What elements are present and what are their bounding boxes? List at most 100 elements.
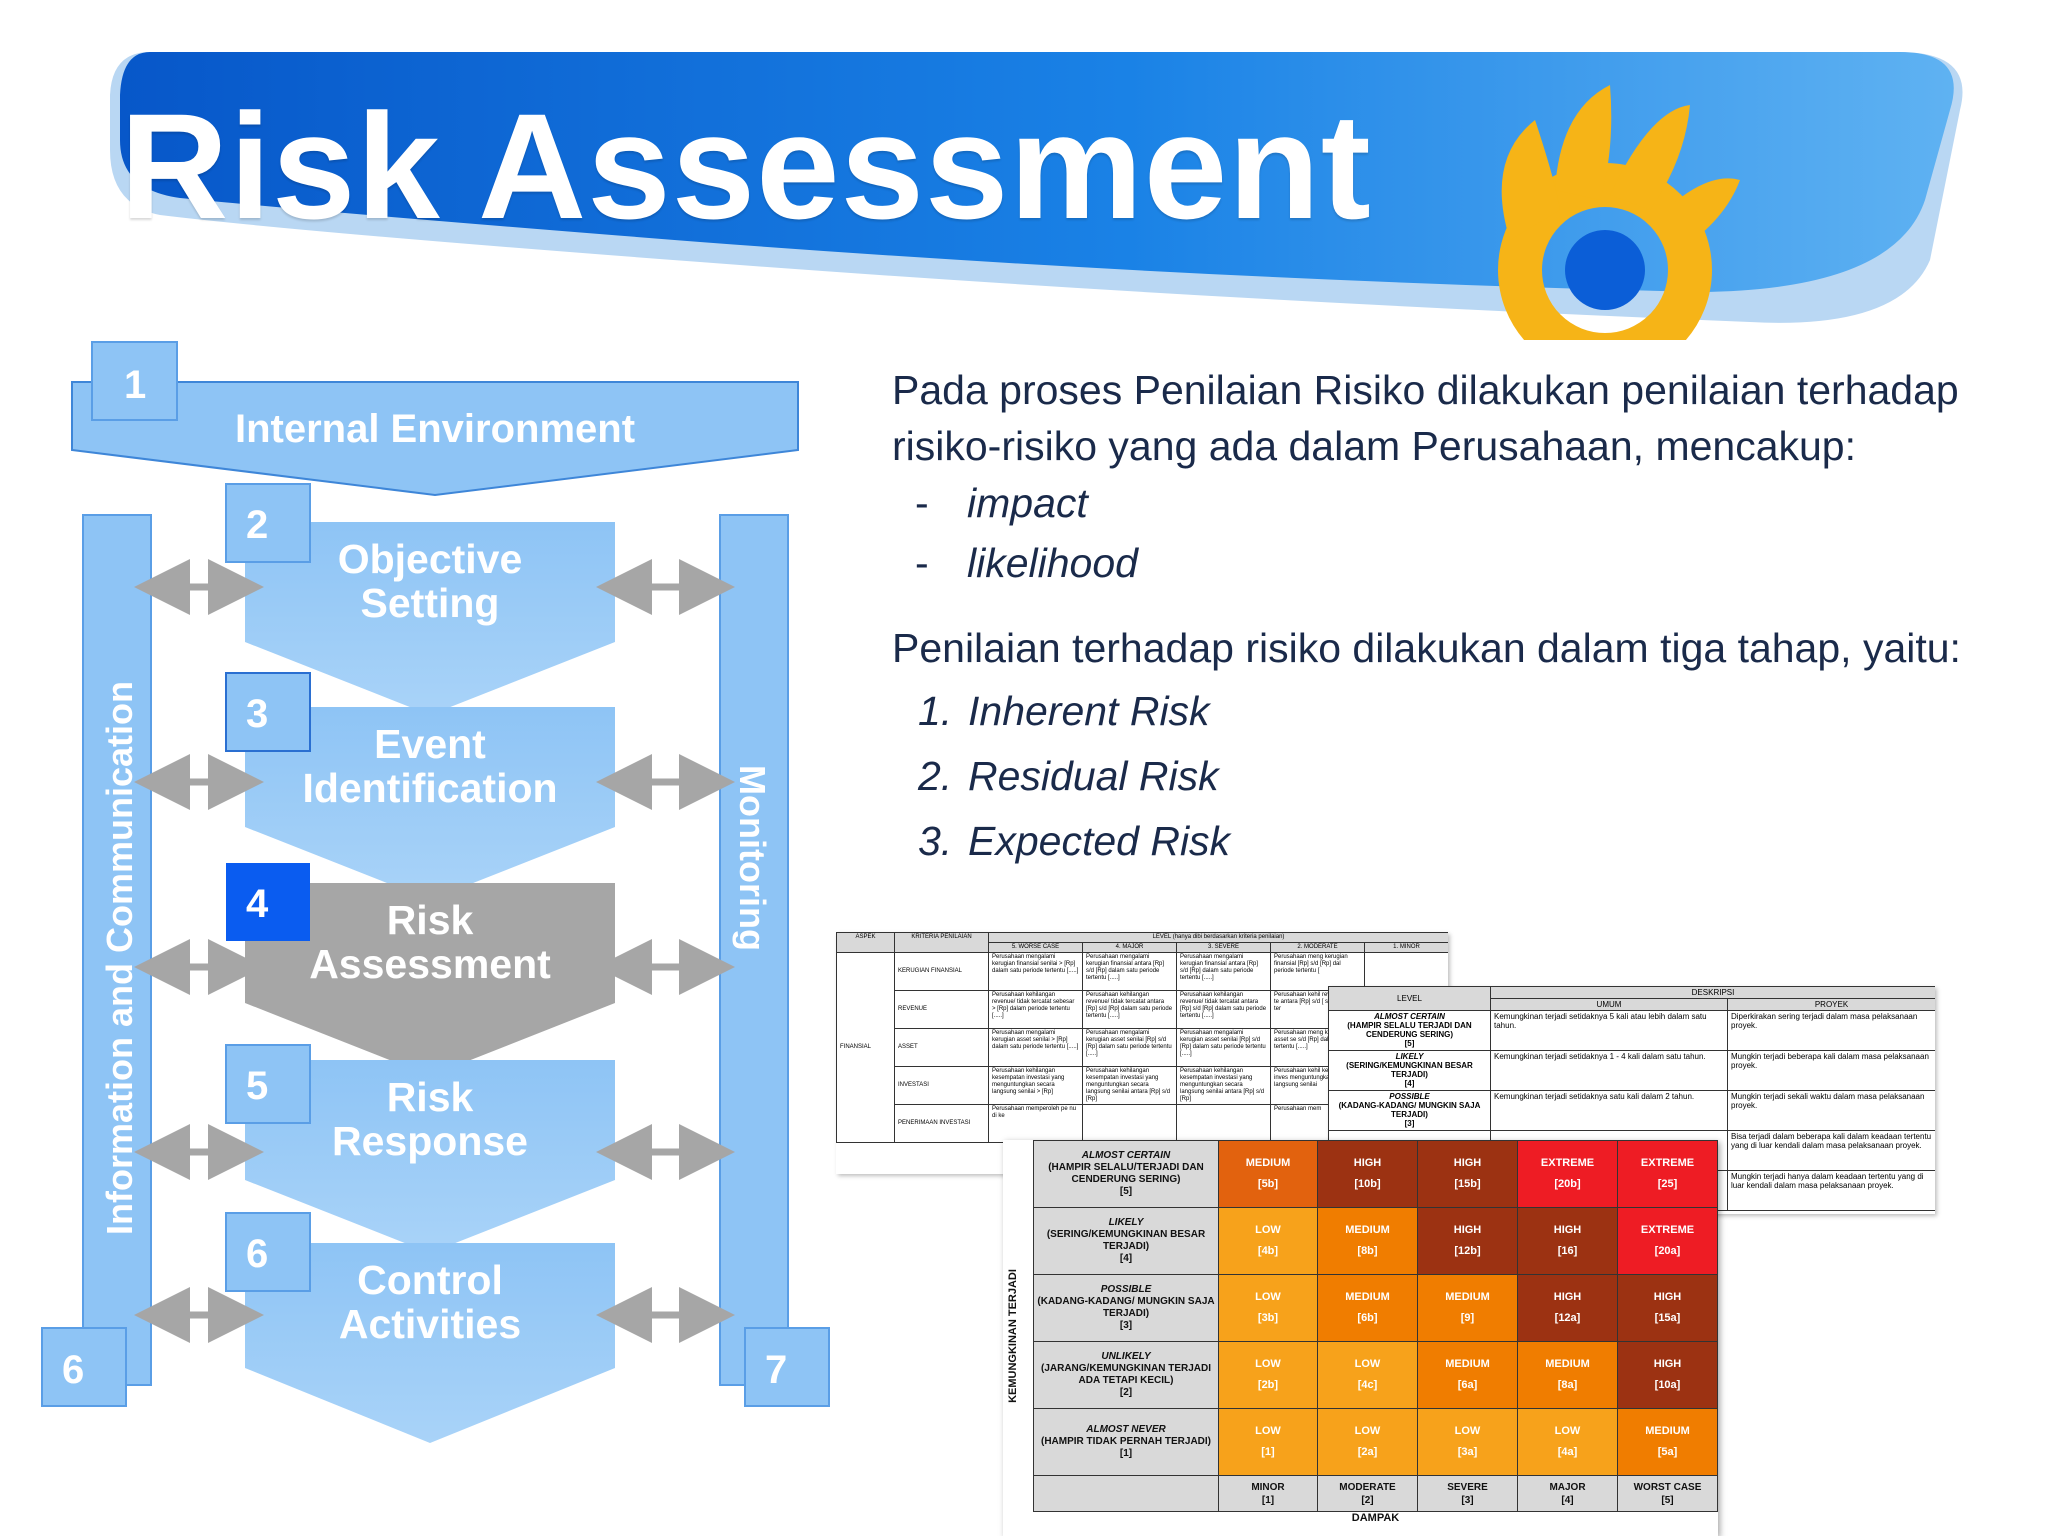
umum-cell: Kemungkinan terjadi setidaknya satu kali…: [1490, 1090, 1728, 1131]
risk-level: LOW: [1255, 1358, 1281, 1370]
risk-cell: MEDIUM[5a]: [1617, 1408, 1718, 1476]
intro-paragraph: Pada proses Penilaian Risiko dilakukan p…: [892, 367, 1959, 469]
impact-name: MODERATE: [1339, 1481, 1396, 1493]
risk-cell: LOW[2b]: [1218, 1341, 1318, 1409]
risk-code: [8a]: [1557, 1379, 1578, 1391]
step-event-identification: Event Identification 3: [225, 672, 615, 900]
risk-level: MEDIUM: [1345, 1291, 1390, 1303]
risk-matrix: KEMUNGKINAN TERJADI ALMOST CERTAIN(HAMPI…: [1003, 1140, 1718, 1536]
stage-label: Residual Risk: [968, 753, 1219, 799]
level-cell: ALMOST CERTAIN(HAMPIR SELALU TERJADI DAN…: [1328, 1010, 1491, 1051]
risk-cell: HIGH[12a]: [1517, 1274, 1618, 1342]
risk-code: [5b]: [1257, 1178, 1279, 1190]
likelihood-score: [3]: [1119, 1320, 1133, 1331]
likelihood-sub: (KADANG-KADANG/ MUNGKIN SAJA TERJADI): [1037, 1296, 1215, 1319]
risk-code: [4c]: [1357, 1379, 1378, 1391]
step-objective-setting: Objective Setting 2: [225, 483, 615, 715]
table-cell: Perusahaan kehilangan kesempatan investa…: [988, 1066, 1083, 1105]
header-level: LEVEL: [1328, 986, 1491, 1011]
level-sub: (KADANG-KADANG/ MUNGKIN SAJA TERJADI): [1338, 1101, 1481, 1119]
risk-level: HIGH: [1553, 1291, 1582, 1303]
risk-code: [25]: [1657, 1178, 1678, 1190]
impact-name: SEVERE: [1447, 1481, 1488, 1493]
impact-name: MAJOR: [1549, 1481, 1586, 1493]
level-header: 4. MAJOR: [1082, 942, 1177, 953]
risk-code: [6b]: [1357, 1312, 1378, 1324]
internal-environment-label: Internal Environment: [235, 407, 635, 451]
impact-score: [3]: [1461, 1494, 1474, 1506]
risk-level: HIGH: [1453, 1224, 1482, 1236]
impact-name: WORST CASE: [1633, 1481, 1702, 1493]
impact-label: MODERATE[2]: [1317, 1475, 1418, 1512]
header-proyek: PROYEK: [1727, 998, 1935, 1011]
stage-item: 1.Inherent Risk: [918, 688, 1210, 735]
likelihood-name: ALMOST NEVER: [1086, 1424, 1166, 1435]
likelihood-sub: (SERING/KEMUNGKINAN BESAR TERJADI): [1046, 1229, 1206, 1252]
likelihood-score: [4]: [1119, 1253, 1133, 1264]
likelihood-label: ALMOST NEVER(HAMPIR TIDAK PERNAH TERJADI…: [1033, 1408, 1219, 1476]
step-number: 6: [62, 1348, 84, 1392]
step-label: Assessment: [309, 941, 551, 987]
umum-cell: Kemungkinan terjadi setidaknya 5 kali at…: [1490, 1010, 1728, 1051]
stage-number: 1.: [918, 688, 953, 734]
stage-label: Expected Risk: [968, 818, 1231, 864]
step-label: Control: [357, 1257, 503, 1303]
risk-code: [3a]: [1457, 1446, 1478, 1458]
level-cell: LIKELY(SERING/KEMUNGKINAN BESAR TERJADI)…: [1328, 1050, 1491, 1091]
risk-code: [15a]: [1654, 1312, 1681, 1324]
step-risk-response: Risk Response 5: [225, 1044, 615, 1253]
umum-cell: Kemungkinan terjadi setidaknya 1 - 4 kal…: [1490, 1050, 1728, 1091]
level-header: 3. SEVERE: [1176, 942, 1271, 953]
matrix-row: UNLIKELY(JARANG/KEMUNGKINAN TERJADI ADA …: [1033, 1341, 1718, 1409]
risk-level: HIGH: [1453, 1157, 1482, 1169]
risk-level: MEDIUM: [1345, 1224, 1390, 1236]
impact-score: [5]: [1661, 1494, 1674, 1506]
level-cell: POSSIBLE(KADANG-KADANG/ MUNGKIN SAJA TER…: [1328, 1090, 1491, 1131]
matrix-row: LIKELY(SERING/KEMUNGKINAN BESAR TERJADI)…: [1033, 1207, 1718, 1275]
step-number: 7: [765, 1348, 787, 1392]
stage-number: 3.: [918, 818, 953, 864]
risk-code: [9]: [1460, 1312, 1475, 1324]
header-umum: UMUM: [1490, 998, 1728, 1011]
stages-intro: Penilaian terhadap risiko dilakukan dala…: [892, 625, 1961, 671]
erm-framework-diagram: Internal Environment 1 Information and C…: [41, 341, 830, 1443]
risk-level: EXTREME: [1640, 1224, 1695, 1236]
risk-cell: HIGH [15a]: [1617, 1274, 1718, 1342]
proyek-cell: Mungkin terjadi hanya dalam keadaan tert…: [1727, 1170, 1935, 1211]
risk-code: [2a]: [1357, 1446, 1378, 1458]
table-cell: [1082, 1104, 1177, 1143]
risk-level: LOW: [1255, 1425, 1281, 1437]
risk-level: MEDIUM: [1645, 1425, 1690, 1437]
likelihood-label: POSSIBLE(KADANG-KADANG/ MUNGKIN SAJA TER…: [1033, 1274, 1219, 1342]
risk-cell: EXTREME[25]: [1617, 1140, 1718, 1208]
table-cell: Perusahaan kehilangan revenue/ tidak ter…: [1176, 990, 1271, 1029]
risk-cell: LOW[4a]: [1517, 1408, 1618, 1476]
y-axis-label-wrap: KEMUNGKINAN TERJADI: [1001, 1190, 1025, 1490]
risk-level: LOW: [1354, 1425, 1381, 1437]
step-label: Objective: [338, 536, 523, 582]
risk-level: HIGH: [1653, 1291, 1682, 1303]
bullet-text: impact: [967, 480, 1088, 526]
level-score: [5]: [1404, 1039, 1415, 1048]
step-label: Risk: [387, 1074, 474, 1120]
criteria-cell: REVENUE: [894, 990, 989, 1029]
risk-cell: HIGH[10b]: [1317, 1140, 1418, 1208]
likelihood-sub: (JARANG/KEMUNGKINAN TERJADI ADA TETAPI K…: [1040, 1363, 1211, 1386]
risk-code: [6a]: [1457, 1379, 1478, 1391]
matrix-row: POSSIBLE(KADANG-KADANG/ MUNGKIN SAJA TER…: [1033, 1274, 1718, 1342]
risk-code: [20b]: [1554, 1178, 1581, 1190]
risk-level: HIGH: [1353, 1157, 1382, 1169]
step-number-box-active: [226, 863, 310, 941]
x-axis-label: DAMPAK: [1351, 1512, 1400, 1524]
criteria-cell: INVESTASI: [894, 1066, 989, 1105]
risk-code: [8b]: [1357, 1245, 1378, 1257]
risk-code: [20a]: [1654, 1245, 1681, 1257]
risk-code: [15b]: [1454, 1178, 1481, 1190]
proyek-cell: Mungkin terjadi beberapa kali dalam masa…: [1727, 1050, 1935, 1091]
likelihood-label: UNLIKELY(JARANG/KEMUNGKINAN TERJADI ADA …: [1033, 1341, 1219, 1409]
risk-code: [3b]: [1257, 1312, 1279, 1324]
level-sub: (SERING/KEMUNGKINAN BESAR TERJADI): [1346, 1061, 1473, 1079]
risk-code: [4b]: [1257, 1245, 1279, 1257]
header-deskripsi: DESKRIPSI: [1490, 986, 1935, 999]
risk-level: HIGH: [1653, 1358, 1682, 1370]
